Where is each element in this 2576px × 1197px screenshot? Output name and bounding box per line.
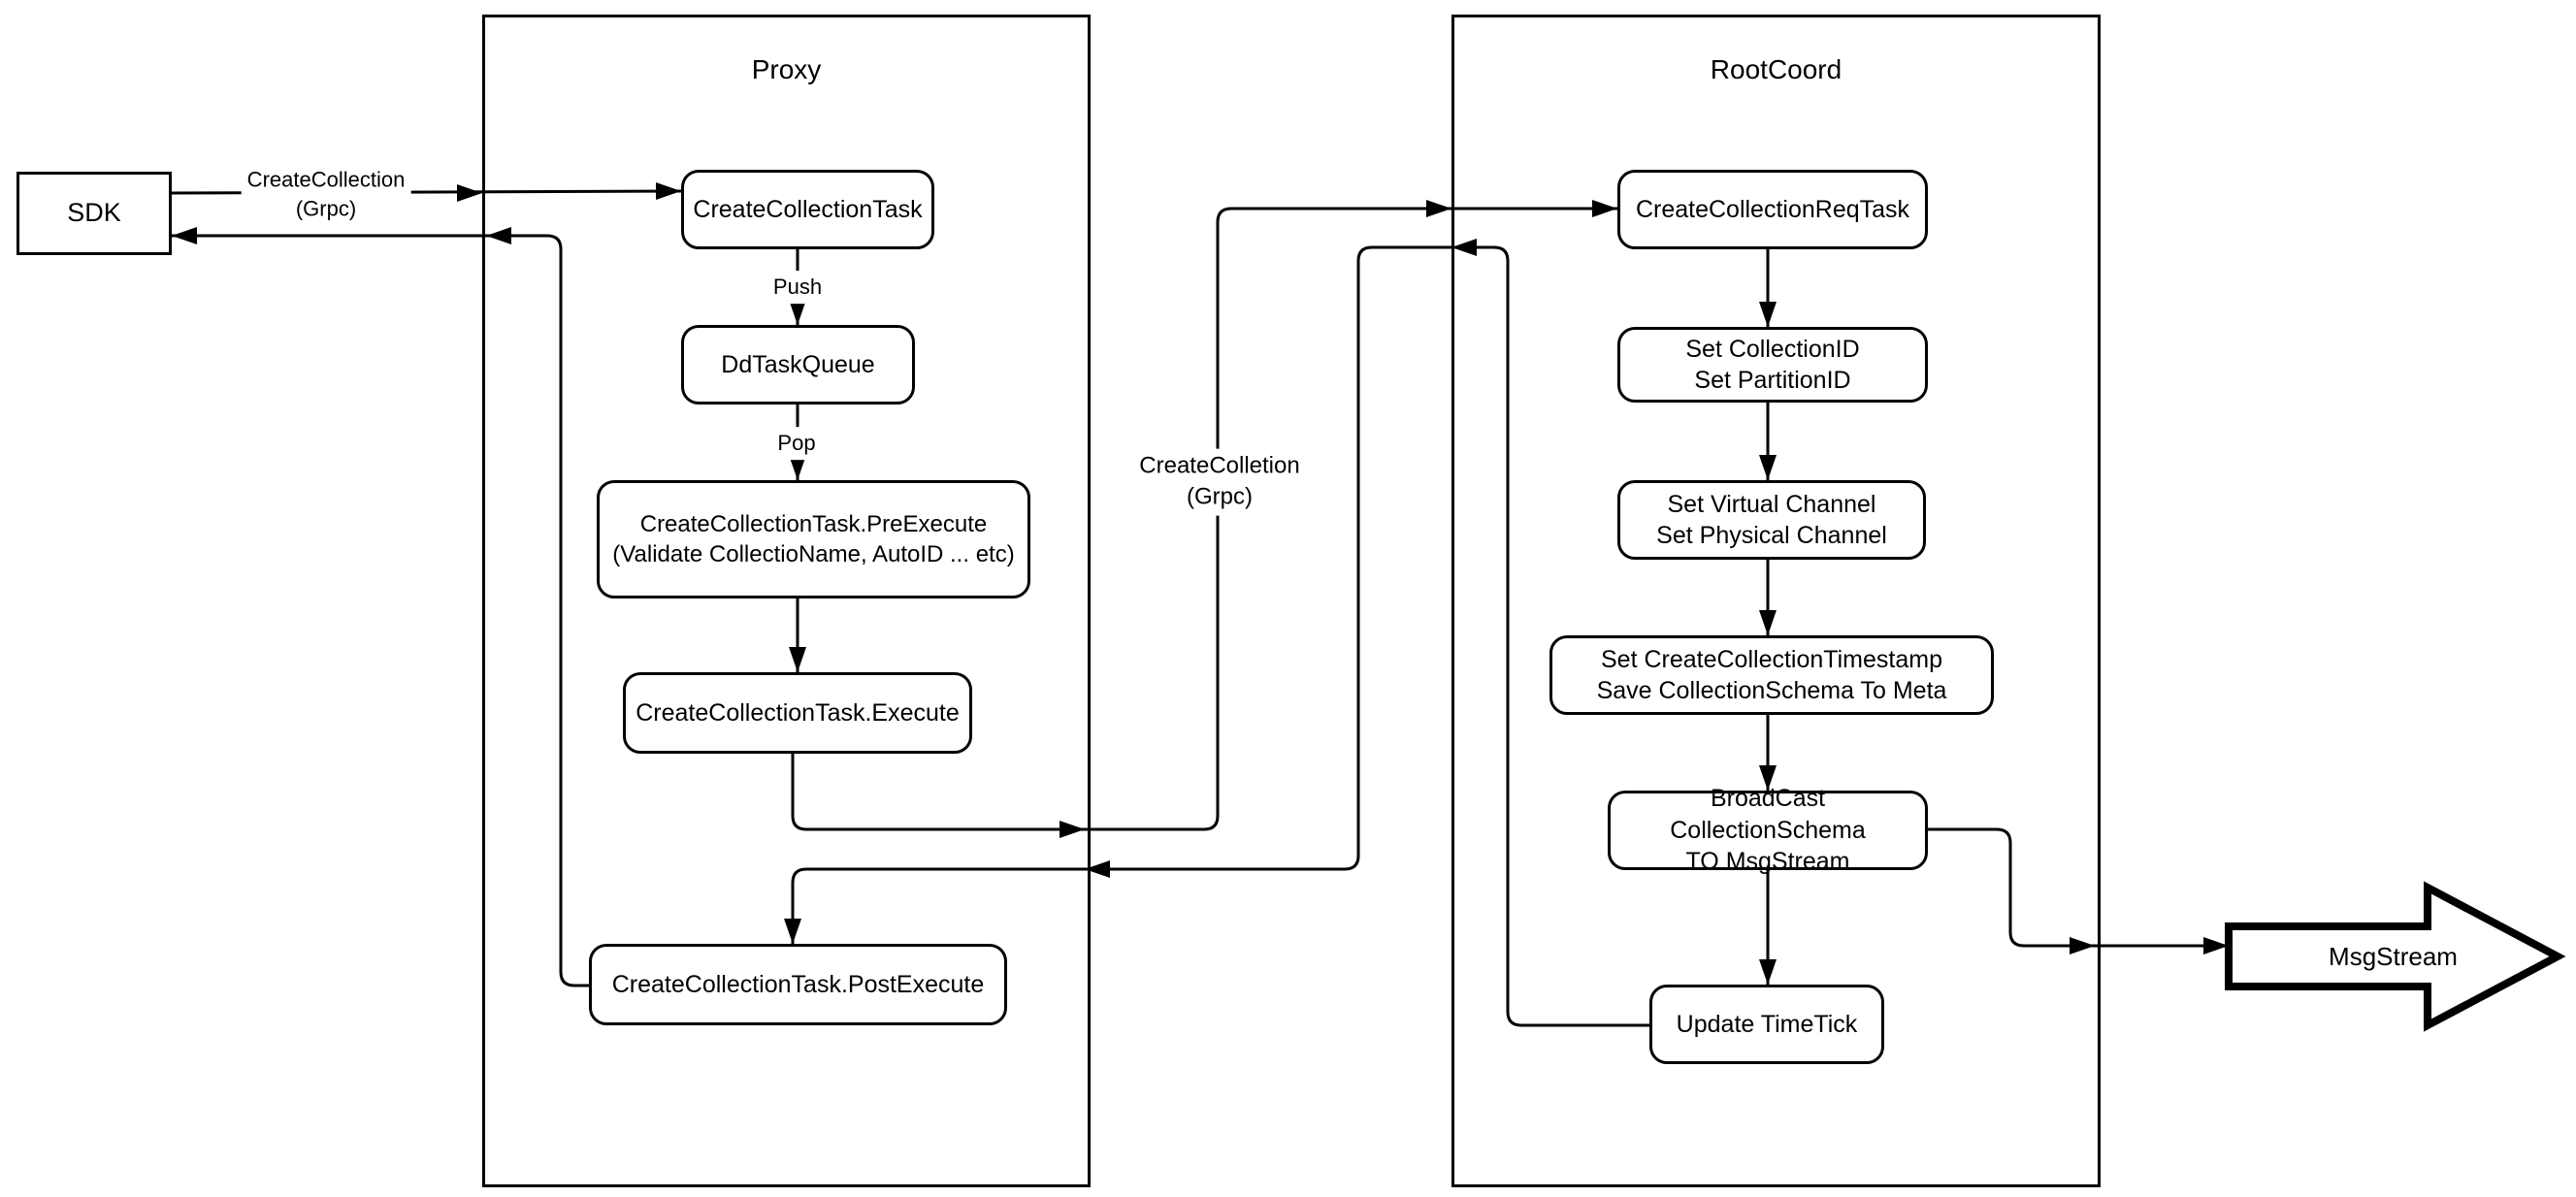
proxy-container: Proxy bbox=[482, 15, 1091, 1187]
edge-execute-to-reqtask bbox=[791, 207, 1617, 831]
edge-label-push: Push bbox=[766, 271, 829, 304]
msgstream-arrow-label: MsgStream bbox=[2329, 941, 2458, 971]
node-dd-task-queue: DdTaskQueue bbox=[681, 325, 915, 404]
rootcoord-container-title: RootCoord bbox=[1710, 54, 1842, 84]
node-set-collection-partition-id: Set CollectionID Set PartitionID bbox=[1617, 327, 1928, 403]
arrowheads bbox=[172, 182, 2229, 985]
edge-timetick-to-postexecute bbox=[791, 245, 1649, 1027]
node-post-execute: CreateCollectionTask.PostExecute bbox=[589, 944, 1007, 1025]
node-sdk: SDK bbox=[16, 172, 172, 255]
node-set-channels: Set Virtual Channel Set Physical Channel bbox=[1617, 480, 1926, 560]
edge-postexecute-to-sdk bbox=[172, 234, 589, 987]
proxy-container-title: Proxy bbox=[751, 54, 822, 84]
node-update-timetick: Update TimeTick bbox=[1649, 985, 1884, 1064]
node-execute: CreateCollectionTask.Execute bbox=[623, 672, 972, 754]
rootcoord-container: RootCoord bbox=[1451, 15, 2101, 1187]
node-create-collection-req-task: CreateCollectionReqTask bbox=[1617, 170, 1928, 249]
node-pre-execute: CreateCollectionTask.PreExecute (Validat… bbox=[597, 480, 1030, 598]
msgstream-block-arrow bbox=[2225, 881, 2566, 1032]
edge-label-createcolletion-grpc: CreateColletion (Grpc) bbox=[1133, 448, 1306, 516]
node-create-collection-task: CreateCollectionTask bbox=[681, 170, 934, 249]
edge-label-createcollection-grpc: CreateCollection (Grpc) bbox=[241, 163, 411, 225]
edge-broadcast-to-msgstream bbox=[1928, 827, 2229, 948]
edge-label-pop: Pop bbox=[771, 427, 822, 460]
node-set-timestamp-save-schema: Set CreateCollectionTimestamp Save Colle… bbox=[1549, 635, 1994, 715]
node-broadcast-schema: BroadCast CollectionSchema TO MsgStream bbox=[1608, 785, 1928, 875]
